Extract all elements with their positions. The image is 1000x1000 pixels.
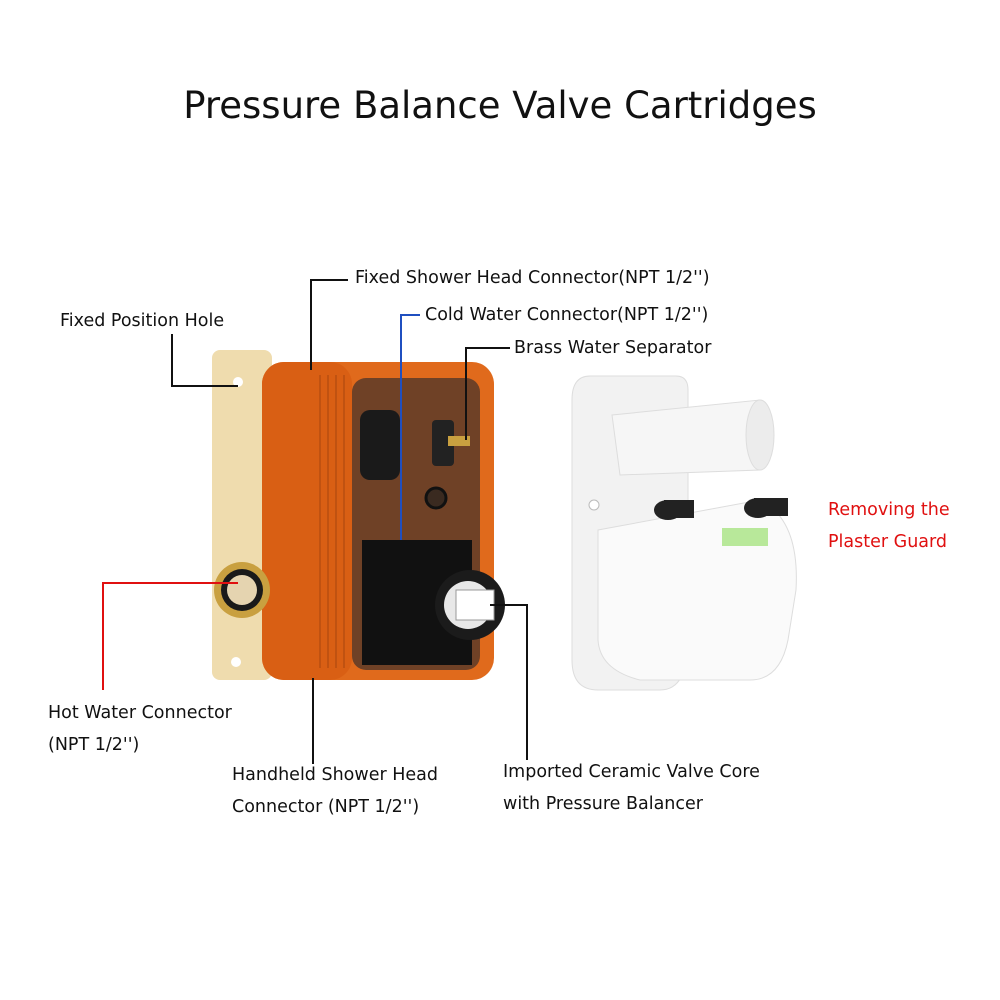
callout-ceramic bbox=[490, 604, 528, 760]
label-fixed-position-hole: Fixed Position Hole bbox=[60, 311, 225, 331]
label-hot-water-2: (NPT 1/2'') bbox=[48, 735, 140, 755]
label-ceramic-1: Imported Ceramic Valve Core bbox=[503, 762, 760, 782]
label-cold-water: Cold Water Connector(NPT 1/2'') bbox=[425, 305, 709, 325]
callout-hot-water bbox=[102, 582, 238, 690]
page-title: Pressure Balance Valve Cartridges bbox=[183, 84, 817, 127]
label-plaster-guard-1: Removing the bbox=[828, 500, 950, 520]
plaster-guard-image bbox=[571, 375, 797, 691]
callout-cold-water bbox=[400, 314, 420, 540]
label-fixed-shower-head: Fixed Shower Head Connector(NPT 1/2'') bbox=[355, 268, 710, 288]
callout-brass-separator bbox=[465, 347, 510, 440]
callout-fixed-position-hole bbox=[171, 334, 238, 387]
label-handheld-2: Connector (NPT 1/2'') bbox=[232, 797, 420, 817]
label-hot-water-1: Hot Water Connector bbox=[48, 703, 232, 723]
label-ceramic-2: with Pressure Balancer bbox=[503, 794, 703, 814]
label-handheld-1: Handheld Shower Head bbox=[232, 765, 438, 785]
callout-fixed-shower-head bbox=[310, 279, 348, 370]
label-brass-separator: Brass Water Separator bbox=[514, 338, 712, 358]
valve-body-image bbox=[212, 350, 505, 680]
label-plaster-guard-2: Plaster Guard bbox=[828, 532, 948, 552]
